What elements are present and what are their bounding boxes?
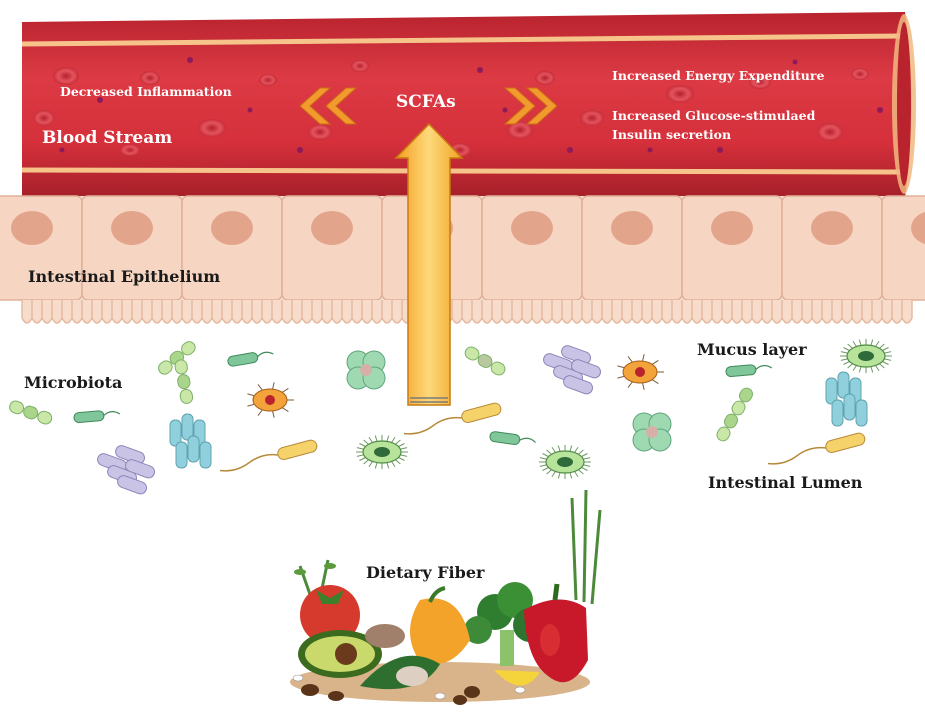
pill-cluster	[96, 444, 156, 496]
pill-cluster	[542, 344, 602, 396]
rod-cluster	[170, 414, 211, 468]
microbiota-label: Microbiota	[24, 373, 122, 392]
energy-expenditure-label: Increased Energy Expenditure	[612, 68, 824, 83]
cell-nucleus	[211, 211, 253, 245]
flagellated-rod	[766, 432, 866, 469]
epithelial-cell	[882, 196, 925, 300]
insulin-secretion-label-line2: Insulin secretion	[612, 127, 731, 142]
spiky-bacterium	[539, 445, 591, 479]
cell-nucleus	[111, 211, 153, 245]
blood-stream-label: Blood Stream	[42, 128, 172, 148]
intestinal-lumen-label: Intestinal Lumen	[708, 473, 862, 492]
rod-cluster	[826, 372, 867, 426]
dietary-fiber-label: Dietary Fiber	[366, 563, 484, 582]
cell-nucleus	[311, 211, 353, 245]
orange-microbe	[247, 382, 294, 417]
cell-nucleus	[11, 211, 53, 245]
flagellated-rod	[402, 402, 502, 439]
bacillus-chain	[174, 359, 193, 404]
bacillus-chain	[715, 386, 755, 443]
cell-nucleus	[511, 211, 553, 245]
food-pile	[290, 490, 600, 705]
intestinal-epithelium	[0, 196, 925, 323]
green-rod	[227, 349, 274, 367]
insulin-secretion-label-line1: Increased Glucose-stimulaed	[612, 108, 815, 123]
mucus-layer-label: Mucus layer	[697, 340, 807, 359]
yellow-pepper-icon	[410, 598, 470, 664]
cell-nucleus	[611, 211, 653, 245]
vessel-wall-bottom	[22, 170, 903, 172]
cell-nucleus	[711, 211, 753, 245]
orange-microbe	[617, 354, 664, 389]
bacillus-chain	[463, 345, 507, 377]
spiky-bacterium	[356, 435, 408, 469]
bacillus-chain	[8, 399, 53, 425]
green-rod	[726, 363, 773, 377]
blood-vessel	[22, 12, 916, 198]
mushroom-icon	[365, 624, 405, 648]
coccus-cluster	[347, 351, 385, 389]
cell-nucleus	[811, 211, 853, 245]
green-rod	[74, 409, 121, 423]
spiky-bacterium	[840, 339, 892, 373]
scfas-label: SCFAs	[396, 92, 456, 112]
flagellated-rod	[218, 439, 318, 476]
decreased-inflammation-label: Decreased Inflammation	[60, 84, 232, 99]
green-rod	[489, 431, 536, 447]
coccus-cluster	[633, 413, 671, 451]
epithelium-label: Intestinal Epithelium	[28, 267, 220, 286]
